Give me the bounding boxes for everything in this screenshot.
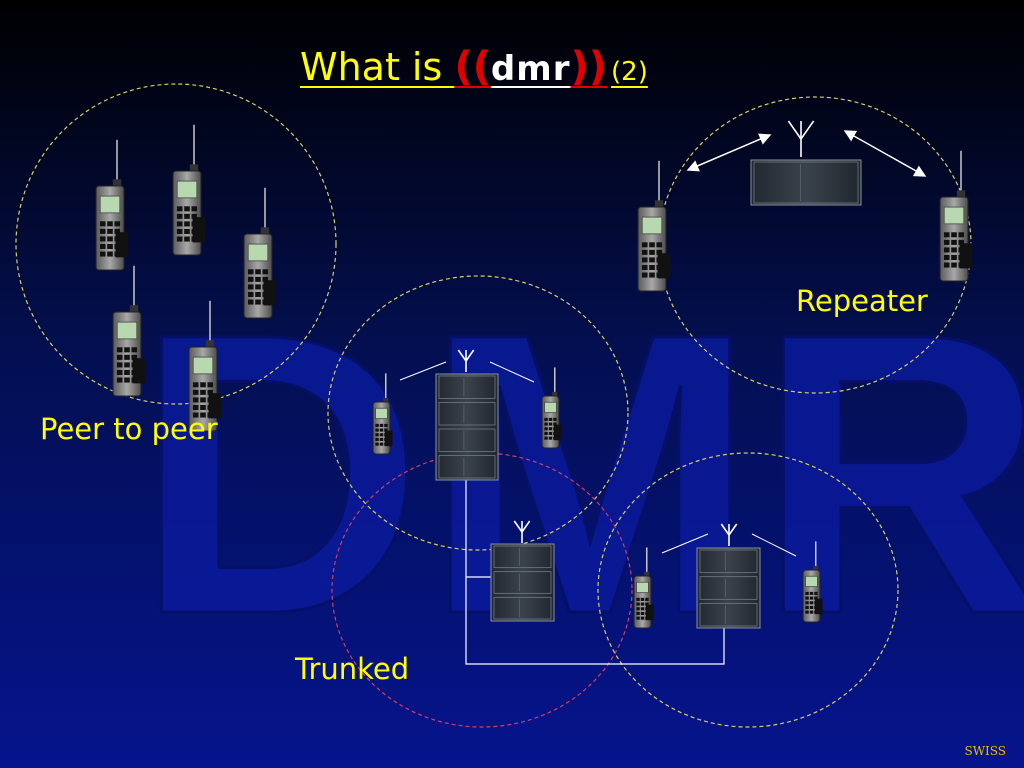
trunked-site-circle-right (597, 452, 899, 728)
handheld-radio-icon (633, 547, 654, 629)
peer-to-peer-label: Peer to peer (40, 412, 218, 446)
repeater-base-station-icon (750, 159, 862, 206)
repeater-antenna-icon (787, 120, 815, 157)
handheld-radio-icon (939, 150, 973, 282)
peer-to-peer-circle (15, 83, 337, 405)
handheld-radio-icon (637, 160, 671, 292)
trunked-base-station-icon (435, 373, 499, 481)
footer-text: SWISS (964, 744, 1006, 758)
title-prefix: What is (300, 45, 455, 89)
trunked-radio-links (399, 361, 797, 557)
title-dmr-word: dmr (490, 49, 571, 89)
handheld-radio-icon (243, 187, 277, 319)
handheld-radio-icon (372, 373, 393, 455)
trunked-antenna-icon (720, 523, 738, 546)
title-close-paren: )) (570, 44, 608, 90)
handheld-radio-icon (541, 367, 562, 449)
trunked-label: Trunked (295, 652, 410, 686)
slide-title: What is ((dmr))(2) (300, 44, 648, 94)
dmr-watermark: DMR (135, 250, 1024, 697)
trunked-antenna-icon (457, 349, 475, 372)
title-number: (2) (611, 57, 648, 87)
trunked-circle (331, 452, 633, 728)
trunked-site-circle-top (327, 275, 629, 551)
repeater-arrows (686, 130, 927, 177)
trunked-antenna-icon (513, 520, 531, 543)
repeater-label: Repeater (796, 284, 928, 318)
trunked-base-station-icon (696, 547, 761, 629)
trunked-backbone-lines (465, 480, 725, 665)
title-open-paren: (( (454, 44, 491, 90)
handheld-radio-icon (95, 139, 129, 271)
handheld-radio-icon (188, 300, 222, 432)
trunked-base-station-icon (490, 543, 555, 622)
handheld-radio-icon (112, 265, 146, 397)
handheld-radio-icon (802, 541, 823, 623)
handheld-radio-icon (172, 124, 206, 256)
